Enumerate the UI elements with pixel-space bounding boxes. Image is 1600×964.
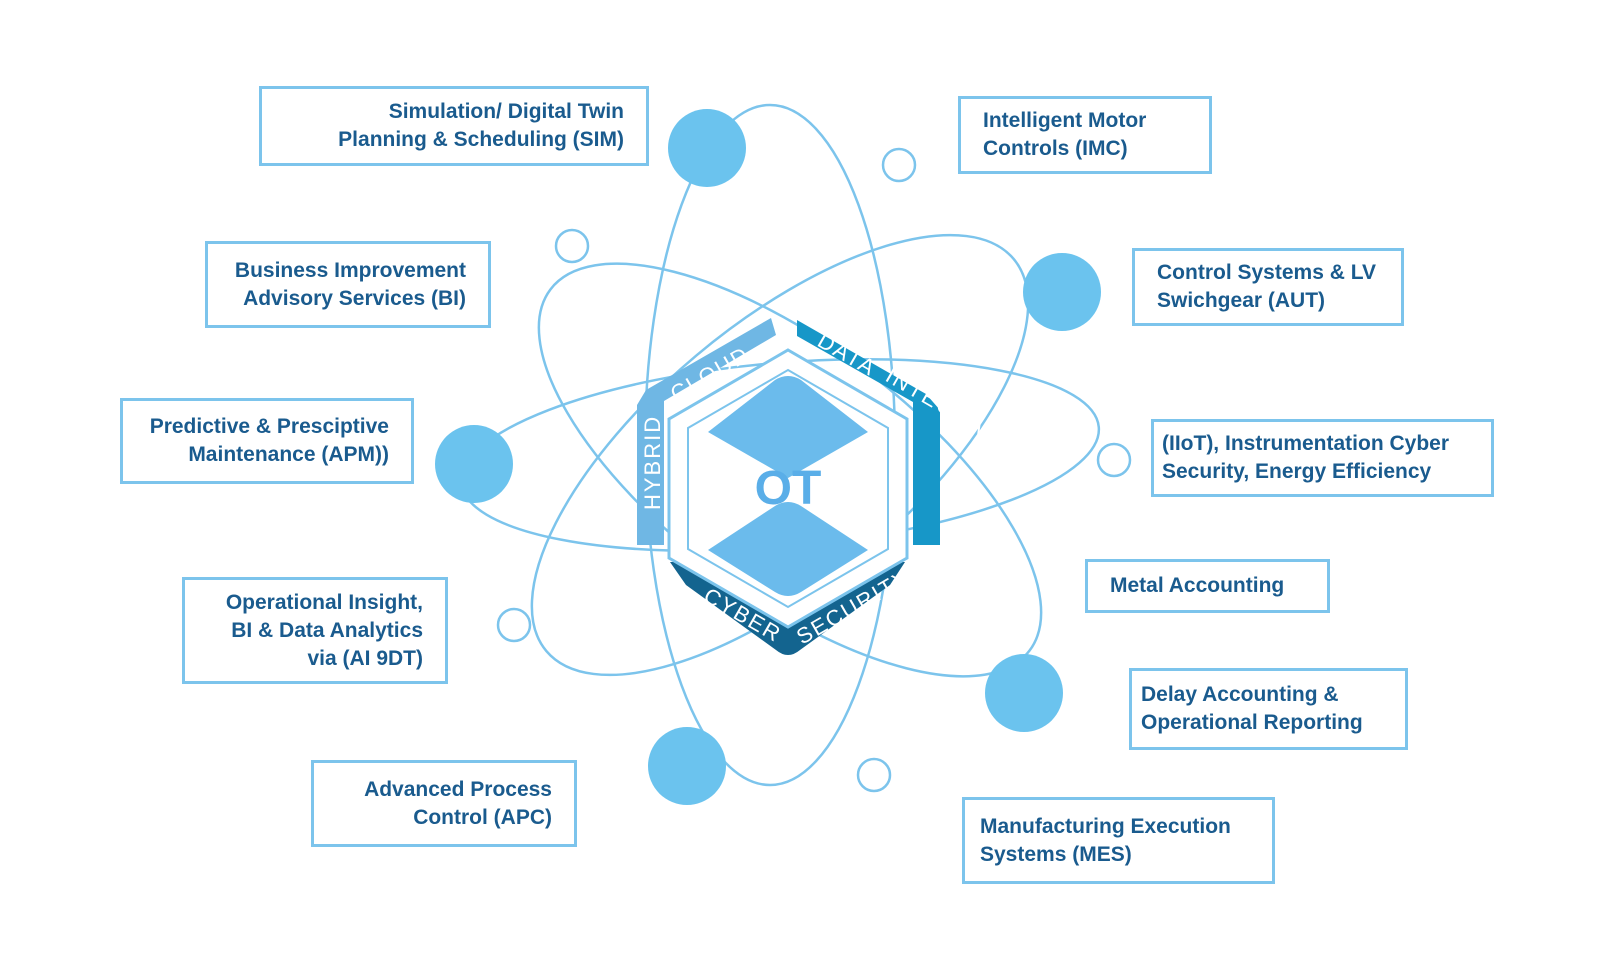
hybrid-cloud-band <box>637 318 776 545</box>
box-metal: Metal Accounting <box>1085 559 1330 613</box>
box-oi-line-2: BI & Data Analytics <box>231 618 423 642</box>
box-iiot-line-2: Security, Energy Efficiency <box>1162 460 1432 483</box>
box-imc-line-2: Controls (IMC) <box>983 137 1128 160</box>
box-oi: Operational Insight, BI & Data Analytics… <box>182 577 448 684</box>
node-filled <box>668 109 746 187</box>
box-sim-line-2: Planning & Scheduling (SIM) <box>338 128 624 151</box>
box-mes-line-2: Systems (MES) <box>980 842 1132 866</box>
box-aut-line-2: Swichgear (AUT) <box>1157 289 1326 312</box>
box-apm-line-2: Maintenance (APM)) <box>188 443 389 466</box>
box-delay-line-1: Delay Accounting & <box>1141 683 1339 706</box>
node-hollow <box>496 607 532 643</box>
node-hollow <box>856 757 892 793</box>
node-filled <box>648 727 726 805</box>
box-sim: Simulation/ Digital Twin Planning & Sche… <box>259 86 649 166</box>
box-imc-line-1: Intelligent Motor <box>983 109 1147 132</box>
box-apc: Advanced Process Control (APC) <box>311 760 577 847</box>
node-hollow <box>881 147 917 183</box>
box-sim-line-1: Simulation/ Digital Twin <box>388 100 624 123</box>
box-imc: Intelligent Motor Controls (IMC) <box>958 96 1212 174</box>
orbit-nodes <box>435 109 1132 805</box>
hybrid-label: HYBRID <box>640 415 665 510</box>
node-hollow <box>554 228 590 264</box>
box-aut: Control Systems & LV Swichgear (AUT) <box>1132 248 1404 326</box>
box-mes: Manufacturing Execution Systems (MES) <box>962 797 1275 884</box>
node-filled <box>985 654 1063 732</box>
node-filled <box>435 425 513 503</box>
box-oi-line-3: via (AI 9DT) <box>307 646 423 670</box>
box-bi: Business Improvement Advisory Services (… <box>205 241 491 328</box>
node-hollow <box>1096 442 1132 478</box>
center-emblem: OT HYBRID CLOUD DATA INTEGRATION CYBER S… <box>637 318 1042 655</box>
data-integration-band <box>797 320 940 545</box>
ot-lower-panel <box>708 502 868 596</box>
box-delay: Delay Accounting & Operational Reporting <box>1129 668 1408 750</box>
box-oi-line-1: Operational Insight, <box>225 590 423 614</box>
node-filled <box>1023 253 1101 331</box>
box-apc-line-2: Control (APC) <box>413 805 552 829</box>
box-iiot-line-1: (IIoT), Instrumentation Cyber <box>1162 432 1450 455</box>
box-aut-line-1: Control Systems & LV <box>1157 261 1376 284</box>
box-delay-line-2: Operational Reporting <box>1141 711 1363 734</box>
box-apm: Predictive & Presciptive Maintenance (AP… <box>120 398 414 484</box>
ot-upper-panel <box>708 376 868 478</box>
box-mes-line-1: Manufacturing Execution <box>980 814 1231 838</box>
ot-label: OT <box>755 462 822 515</box>
box-iiot: (IIoT), Instrumentation Cyber Security, … <box>1151 419 1494 497</box>
box-metal-line-1: Metal Accounting <box>1110 574 1285 597</box>
box-bi-line-2: Advisory Services (BI) <box>243 286 466 310</box>
box-bi-line-1: Business Improvement <box>234 258 466 282</box>
box-apc-line-1: Advanced Process <box>364 777 552 801</box>
box-apm-line-1: Predictive & Presciptive <box>149 415 389 438</box>
